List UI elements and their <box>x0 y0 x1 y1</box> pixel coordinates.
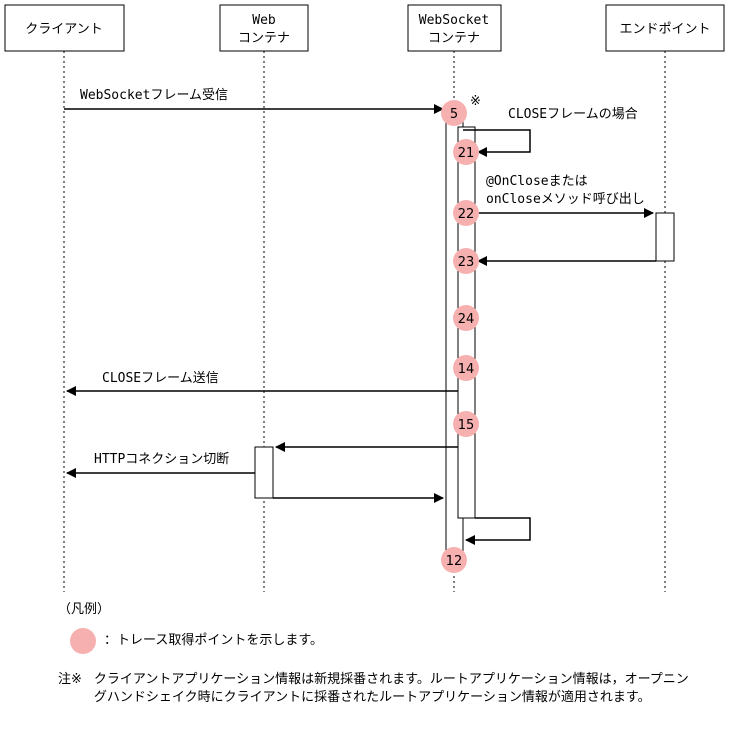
trace-point-22: 22 <box>453 200 479 226</box>
trace-point-label: 14 <box>458 362 475 377</box>
trace-point-label: 23 <box>458 255 475 270</box>
participant-web-label-1: Web <box>252 13 276 28</box>
trace-point-21: 21 <box>453 139 479 165</box>
footnote: 注※ クライアントアプリケーション情報は新規採番されます。ルートアプリケーション… <box>58 671 698 707</box>
legend-trace-point-label: ：トレース取得ポイントを示します。 <box>104 633 324 648</box>
trace-point-23: 23 <box>453 248 479 274</box>
label-close-frame-send: CLOSEフレーム送信 <box>102 371 219 386</box>
label-onclose-2: onCloseメソッド呼び出し <box>486 192 645 207</box>
label-frame-receive: WebSocketフレーム受信 <box>80 88 228 103</box>
participant-web-container-box <box>219 4 309 52</box>
activation-endpoint <box>655 212 675 262</box>
legend-title: （凡例） <box>58 602 111 617</box>
participant-ws-label-2: コンテナ <box>428 31 480 46</box>
trace-point-label: 22 <box>458 207 475 222</box>
trace-point-5: 5 <box>441 100 467 126</box>
trace-point-15: 15 <box>453 411 479 437</box>
label-asterisk: ※ <box>470 94 481 109</box>
trace-point-label: 15 <box>458 418 475 433</box>
arrow-self-close-frame <box>463 129 531 157</box>
trace-point-label: 12 <box>446 554 463 569</box>
participant-endpoint-label: エンドポイント <box>619 22 710 37</box>
label-onclose-1: @OnCloseまたは <box>486 174 588 189</box>
participant-ws-container-box <box>407 4 502 52</box>
footnote-text: クライアントアプリケーション情報は新規採番されます。ルートアプリケーション情報は… <box>93 672 689 705</box>
legend-trace-point: ：トレース取得ポイントを示します。 <box>70 628 323 654</box>
participant-ws-label-1: WebSocket <box>419 13 489 28</box>
label-close-frame-case: CLOSEフレームの場合 <box>508 107 638 122</box>
trace-point-label: 5 <box>450 107 458 122</box>
participant-endpoint-box <box>605 4 725 52</box>
trace-point-14: 14 <box>453 355 479 381</box>
participant-client-label: クライアント <box>25 22 102 37</box>
trace-point-legend-icon <box>70 628 96 654</box>
activation-web-container <box>254 446 274 499</box>
arrow-self-final <box>465 517 531 545</box>
trace-point-label: 24 <box>458 312 475 327</box>
label-http-disconnect: HTTPコネクション切断 <box>94 452 229 467</box>
footnote-mark: 注※ <box>58 672 82 687</box>
participant-client-box <box>4 4 125 52</box>
trace-point-label: 21 <box>458 146 475 161</box>
trace-point-12: 12 <box>441 547 467 573</box>
participant-web-label-2: コンテナ <box>238 31 290 46</box>
trace-point-24: 24 <box>453 305 479 331</box>
